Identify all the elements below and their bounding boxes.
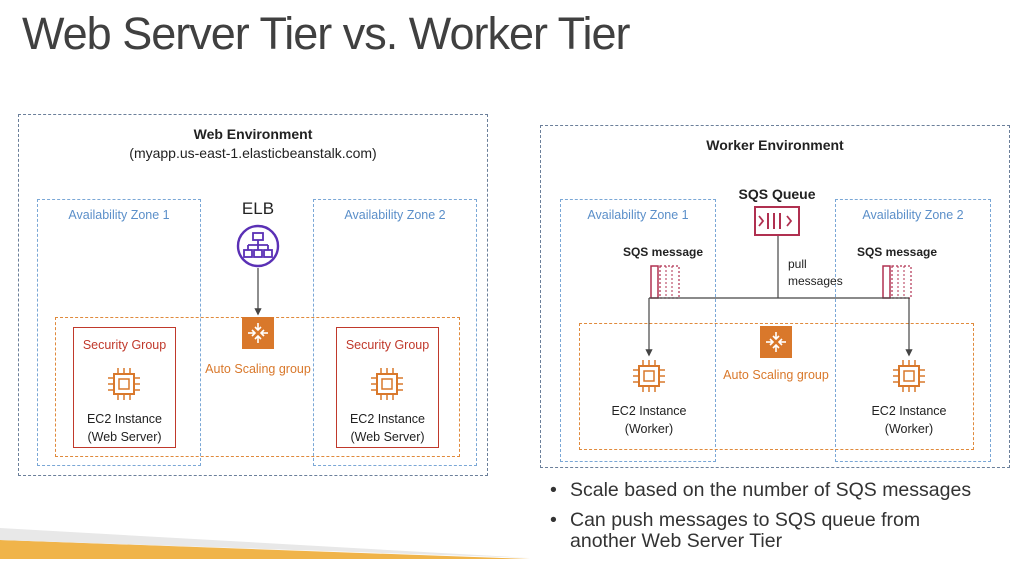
web-security-group-2-label: Security Group bbox=[345, 338, 430, 352]
worker-asg-box bbox=[579, 323, 974, 450]
worker-instance-2-label: EC2 Instance (Worker) bbox=[871, 404, 947, 436]
web-az2-label: Availability Zone 2 bbox=[344, 208, 446, 222]
web-az1-label: Availability Zone 1 bbox=[68, 208, 170, 222]
sqs-message-1-label: SQS message bbox=[622, 245, 704, 259]
bullet-list: •Scale based on the number of SQS messag… bbox=[548, 480, 971, 561]
web-asg-icon bbox=[242, 317, 274, 349]
web-security-group-1 bbox=[73, 327, 176, 448]
web-asg-label: Auto Scaling group bbox=[205, 362, 311, 376]
elb-icon bbox=[236, 224, 280, 268]
web-security-group-2 bbox=[336, 327, 439, 448]
bullet-item: •Scale based on the number of SQS messag… bbox=[550, 479, 972, 501]
footer-wedge bbox=[0, 528, 530, 559]
elb-label: ELB bbox=[241, 199, 275, 218]
pull-messages-label: pull messages bbox=[788, 257, 843, 288]
worker-asg-icon bbox=[760, 326, 792, 358]
web-az2-box bbox=[313, 199, 477, 466]
bullet-item: •Can push messages to SQS queue from ano… bbox=[550, 509, 921, 552]
worker-az1-label: Availability Zone 1 bbox=[587, 208, 689, 222]
worker-az1-box bbox=[560, 199, 716, 462]
worker-asg-label: Auto Scaling group bbox=[723, 368, 829, 382]
ec2-instance-icon bbox=[633, 360, 665, 392]
worker-environment-box bbox=[540, 125, 1010, 468]
page-title: Web Server Tier vs. Worker Tier bbox=[22, 8, 630, 59]
web-security-group-1-label: Security Group bbox=[82, 338, 167, 352]
web-az1-box bbox=[37, 199, 201, 466]
ec2-instance-icon bbox=[893, 360, 925, 392]
web-environment-box bbox=[18, 114, 488, 476]
web-environment-title: Web Environment bbox=[193, 126, 313, 142]
sqs-queue-icon bbox=[754, 206, 800, 236]
sqs-queue-label: SQS Queue bbox=[738, 186, 816, 202]
sqs-message-2-label: SQS message bbox=[856, 245, 938, 259]
worker-az2-box bbox=[835, 199, 991, 462]
worker-az2-label: Availability Zone 2 bbox=[862, 208, 964, 222]
web-instance-2-label: EC2 Instance (Web Server) bbox=[349, 412, 426, 444]
worker-environment-title: Worker Environment bbox=[706, 137, 844, 153]
web-environment-url: (myapp.us-east-1.elasticbeanstalk.com) bbox=[129, 145, 377, 161]
web-instance-1-label: EC2 Instance (Web Server) bbox=[86, 412, 163, 444]
ec2-instance-icon bbox=[371, 368, 403, 400]
ec2-instance-icon bbox=[108, 368, 140, 400]
worker-instance-1-label: EC2 Instance (Worker) bbox=[611, 404, 687, 436]
